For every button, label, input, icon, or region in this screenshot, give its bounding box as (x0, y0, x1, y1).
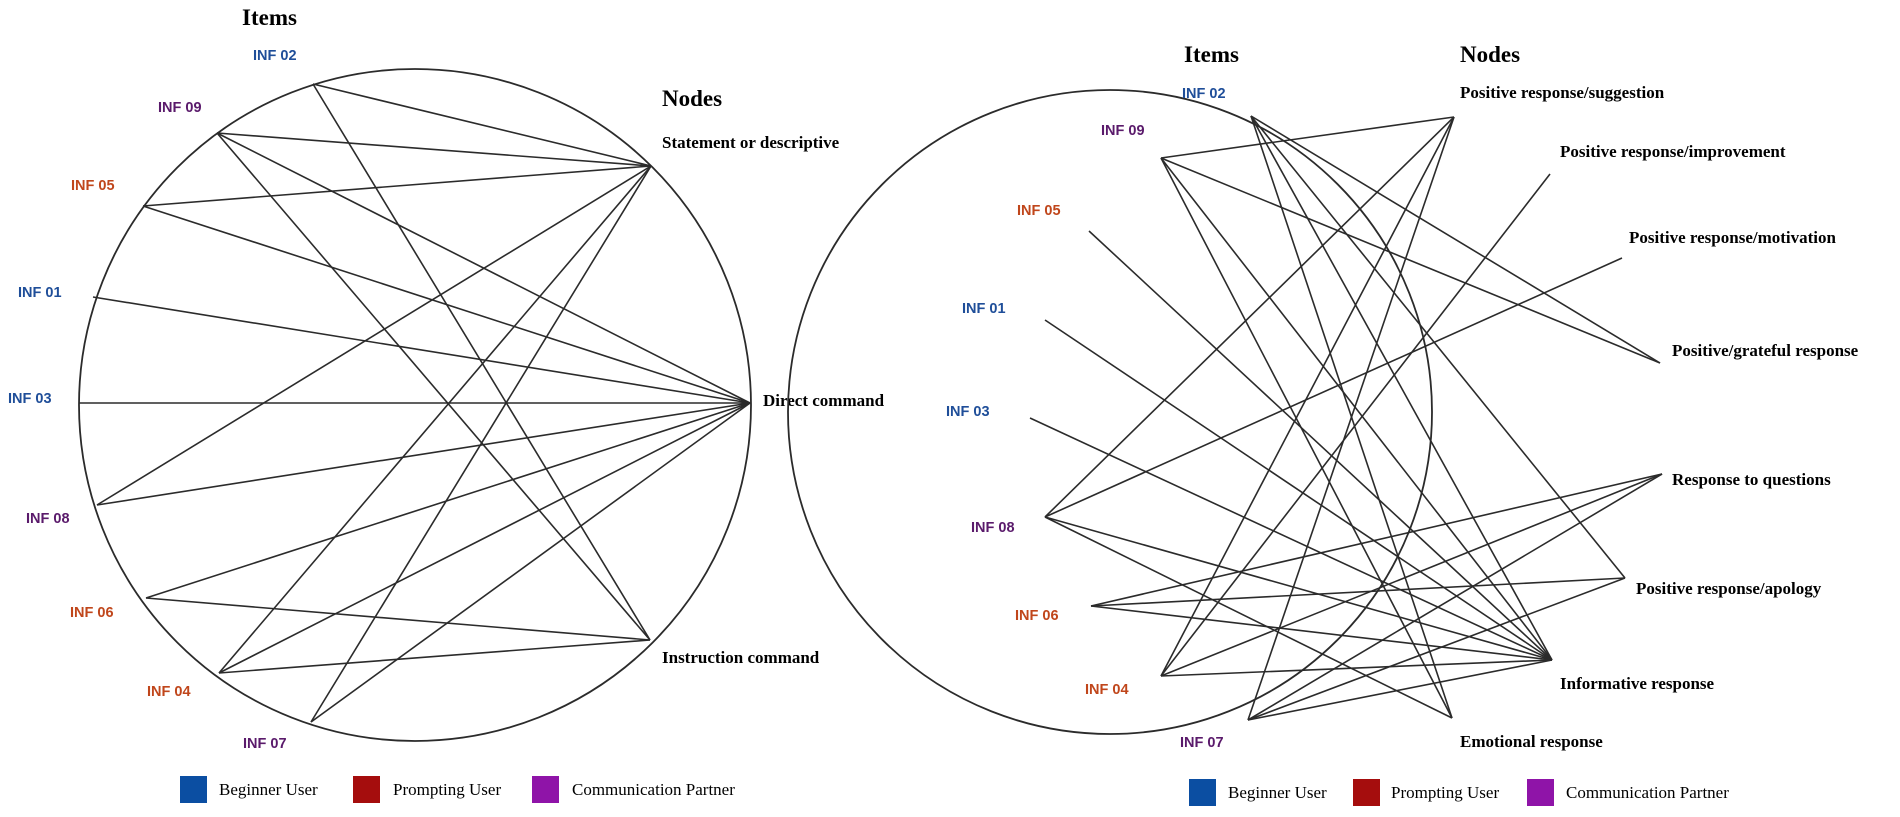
nodes-heading: Nodes (1460, 42, 1520, 67)
edge-inf-04-direct-command (218, 402, 751, 674)
edge-inf-08-positive-response-suggestion (1044, 116, 1455, 518)
edge-inf-01-informative-response (1044, 319, 1553, 661)
left-diagram-circle (78, 68, 752, 742)
edge-inf-02-instruction-command (312, 83, 651, 641)
legend-label-beginner: Beginner User (219, 780, 318, 799)
edge-inf-04-instruction-command (218, 639, 651, 674)
edge-inf-07-direct-command (310, 402, 751, 723)
item-label-inf07: INF 07 (1180, 735, 1224, 751)
edge-inf-06-instruction-command (145, 597, 651, 641)
node-label-positive-response-suggestion: Positive response/suggestion (1460, 83, 1665, 102)
edge-inf-03-informative-response (1029, 417, 1553, 661)
right-diagram: Items Nodes INF 02 INF 09 INF 05 INF 01 … (787, 42, 1859, 751)
item-label-inf09: INF 09 (158, 100, 202, 116)
right-diagram-circle (787, 89, 1433, 735)
left-diagram-edges (79, 83, 751, 723)
edge-inf-06-direct-command (145, 402, 751, 599)
edge-inf-02-statement-or-descriptive (312, 83, 652, 167)
item-label-inf03: INF 03 (946, 404, 990, 420)
node-label-informative-response: Informative response (1560, 674, 1715, 693)
node-label-statement-or-descriptive: Statement or descriptive (662, 133, 840, 152)
edge-inf-07-statement-or-descriptive (310, 165, 652, 723)
legend-swatch-prompting (353, 776, 380, 803)
node-label-positive-grateful-response: Positive/grateful response (1672, 341, 1859, 360)
item-label-inf08: INF 08 (26, 511, 70, 527)
edge-inf-01-direct-command (92, 296, 751, 404)
legend-label-beginner: Beginner User (1228, 783, 1327, 802)
edge-inf-08-emotional-response (1044, 516, 1453, 719)
item-label-inf06: INF 06 (1015, 608, 1059, 624)
item-label-inf06: INF 06 (70, 605, 114, 621)
edge-inf-07-response-to-questions (1247, 473, 1663, 721)
right-legend: Beginner User Prompting User Communicati… (1189, 779, 1729, 806)
edge-inf-08-informative-response (1044, 516, 1553, 661)
edge-inf-05-direct-command (142, 205, 751, 404)
legend-swatch-beginner (180, 776, 207, 803)
edge-inf-09-positive-grateful-response (1160, 157, 1661, 364)
left-legend: Beginner User Prompting User Communicati… (180, 776, 735, 803)
left-diagram: Items Nodes INF 02 INF 09 INF 05 INF 01 … (8, 5, 885, 752)
item-label-inf09: INF 09 (1101, 123, 1145, 139)
legend-swatch-partner (532, 776, 559, 803)
node-label-response-to-questions: Response to questions (1672, 470, 1831, 489)
edge-inf-04-positive-response-suggestion (1160, 116, 1455, 677)
item-label-inf02: INF 02 (1182, 86, 1226, 102)
item-label-inf04: INF 04 (147, 684, 191, 700)
node-label-positive-response-motivation: Positive response/motivation (1629, 228, 1837, 247)
edge-inf-09-emotional-response (1160, 157, 1453, 719)
item-label-inf04: INF 04 (1085, 682, 1129, 698)
items-heading: Items (1184, 42, 1239, 67)
item-label-inf08: INF 08 (971, 520, 1015, 536)
legend-label-prompting: Prompting User (393, 780, 501, 799)
item-label-inf03: INF 03 (8, 391, 52, 407)
edge-inf-06-informative-response (1090, 605, 1553, 661)
edge-inf-09-informative-response (1160, 157, 1553, 661)
item-label-inf01: INF 01 (18, 285, 62, 301)
edge-inf-02-positive-response-apology (1250, 115, 1626, 579)
edge-inf-05-informative-response (1088, 230, 1553, 661)
node-label-instruction-command: Instruction command (662, 648, 820, 667)
edge-inf-07-informative-response (1247, 659, 1553, 721)
item-label-inf05: INF 05 (1017, 203, 1061, 219)
legend-label-partner: Communication Partner (572, 780, 735, 799)
node-label-positive-response-improvement: Positive response/improvement (1560, 142, 1786, 161)
edge-inf-08-positive-response-motivation (1044, 257, 1623, 518)
edge-inf-07-positive-response-apology (1247, 577, 1626, 721)
edge-inf-09-statement-or-descriptive (216, 132, 652, 167)
item-label-inf07: INF 07 (243, 736, 287, 752)
legend-label-partner: Communication Partner (1566, 783, 1729, 802)
node-label-emotional-response: Emotional response (1460, 732, 1603, 751)
edge-inf-04-informative-response (1160, 659, 1553, 677)
nodes-heading: Nodes (662, 86, 722, 111)
node-label-direct-command: Direct command (763, 391, 885, 410)
legend-label-prompting: Prompting User (1391, 783, 1499, 802)
edge-inf-04-statement-or-descriptive (218, 165, 652, 674)
item-label-inf01: INF 01 (962, 301, 1006, 317)
edge-inf-08-statement-or-descriptive (96, 165, 652, 506)
item-label-inf02: INF 02 (253, 48, 297, 64)
edge-inf-02-positive-grateful-response (1250, 115, 1661, 364)
legend-swatch-prompting (1353, 779, 1380, 806)
edge-inf-08-direct-command (96, 402, 751, 506)
edge-inf-09-positive-response-suggestion (1160, 116, 1455, 159)
right-diagram-edges (1029, 115, 1663, 721)
edge-inf-05-statement-or-descriptive (142, 165, 652, 207)
node-label-positive-response-apology: Positive response/apology (1636, 579, 1822, 598)
items-heading: Items (242, 5, 297, 30)
edge-inf-07-positive-response-suggestion (1247, 116, 1455, 721)
item-label-inf05: INF 05 (71, 178, 115, 194)
edge-inf-04-positive-response-improvement (1160, 173, 1551, 677)
edge-inf-06-positive-response-apology (1090, 577, 1626, 607)
legend-swatch-beginner (1189, 779, 1216, 806)
edge-inf-09-instruction-command (216, 132, 651, 641)
edge-inf-06-response-to-questions (1090, 473, 1663, 607)
edge-inf-04-response-to-questions (1160, 473, 1663, 677)
legend-swatch-partner (1527, 779, 1554, 806)
